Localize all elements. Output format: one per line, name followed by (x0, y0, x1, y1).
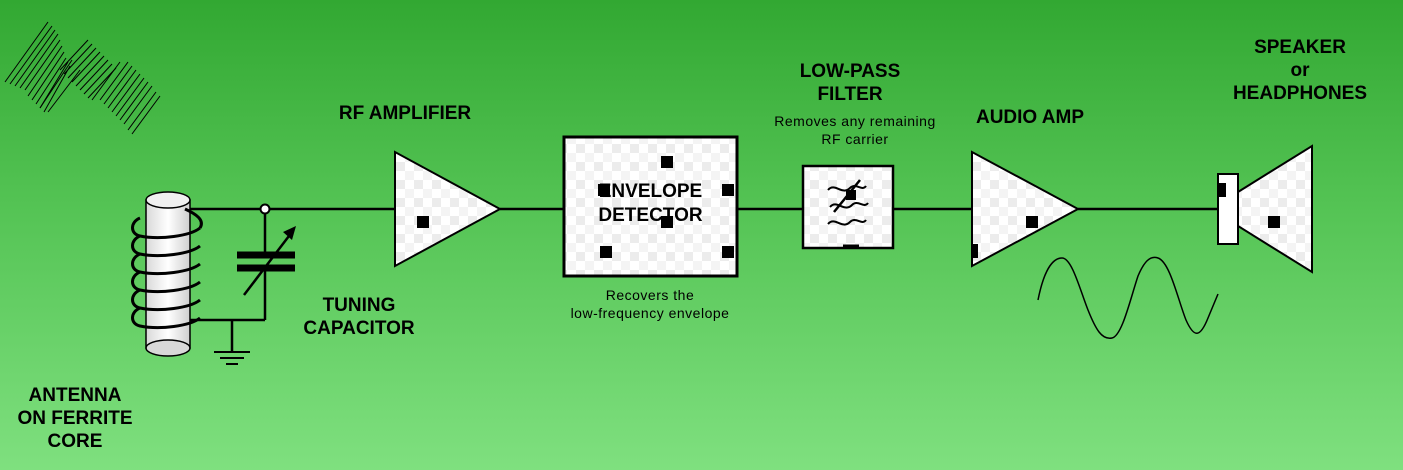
lowpass-caption-line1: Removes any remaining (774, 113, 936, 129)
audio-waveform-icon (1037, 256, 1219, 339)
tuning-label-line1: TUNING (322, 295, 396, 316)
speaker-label-line2: or (1290, 60, 1310, 81)
rf-amplifier-label: RF AMPLIFIER (320, 102, 490, 125)
antenna-label-line3: CORE (47, 431, 103, 452)
low-pass-filter-caption: Removes any remaining RF carrier (740, 112, 970, 148)
low-pass-filter-block (801, 164, 895, 250)
envelope-label-line1: ENVELOPE (598, 181, 703, 202)
envelope-caption-line1: Recovers the (605, 287, 695, 303)
rf-amplifier-block (394, 150, 503, 268)
junction-node (259, 203, 271, 215)
envelope-detector-block (562, 135, 739, 278)
envelope-label-line2: DETECTOR (598, 205, 703, 226)
filter-symbol-icon (827, 179, 869, 226)
lowpass-label-line1: LOW-PASS (799, 61, 901, 82)
envelope-caption: Recovers the low-frequency envelope (540, 286, 760, 322)
audio-amp-label: AUDIO AMP (955, 106, 1105, 129)
lowpass-caption-line2: RF carrier (821, 131, 889, 147)
low-pass-filter-label: LOW-PASS FILTER (765, 60, 935, 106)
speaker-label-line1: SPEAKER (1254, 37, 1346, 58)
ferrite-antenna-icon (131, 191, 203, 357)
envelope-caption-line2: low-frequency envelope (570, 305, 730, 321)
speaker-icon (1217, 144, 1313, 274)
antenna-label: ANTENNA ON FERRITE CORE (0, 384, 150, 453)
antenna-label-line2: ON FERRITE (17, 408, 133, 429)
envelope-detector-label: ENVELOPE DETECTOR (564, 180, 737, 228)
tuning-capacitor-label: TUNING CAPACITOR (284, 294, 434, 340)
speaker-label-line3: HEADPHONES (1232, 83, 1368, 104)
tuning-label-line2: CAPACITOR (303, 318, 415, 339)
radio-waves-icon (4, 21, 161, 135)
antenna-label-line1: ANTENNA (28, 385, 122, 406)
ground-icon (214, 351, 250, 365)
audio-amp-text: AUDIO AMP (975, 107, 1085, 128)
tuning-capacitor-icon (237, 226, 296, 296)
speaker-label: SPEAKER or HEADPHONES (1210, 36, 1390, 105)
lowpass-label-line2: FILTER (817, 84, 883, 105)
audio-amplifier-block (971, 150, 1081, 268)
rf-amplifier-text: RF AMPLIFIER (338, 103, 472, 124)
